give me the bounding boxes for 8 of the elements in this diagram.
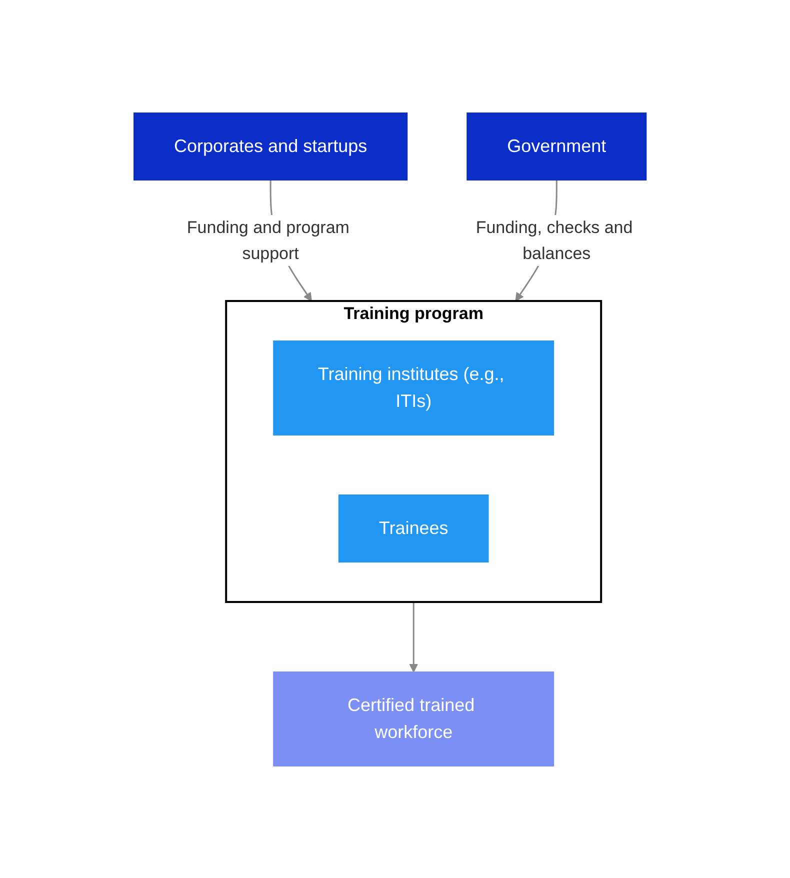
node-box: Trainees bbox=[338, 494, 488, 562]
node-box: Corporates and startups bbox=[133, 112, 408, 180]
node-box: Government bbox=[466, 112, 646, 180]
node-box: Training institutes (e.g., ITIs) bbox=[272, 340, 554, 435]
edge-label: Funding and program support bbox=[186, 217, 350, 262]
arrow bbox=[408, 602, 418, 672]
edge-label: Funding, checks and balances bbox=[476, 217, 632, 262]
node-box: Certified trained workforce bbox=[272, 670, 554, 766]
